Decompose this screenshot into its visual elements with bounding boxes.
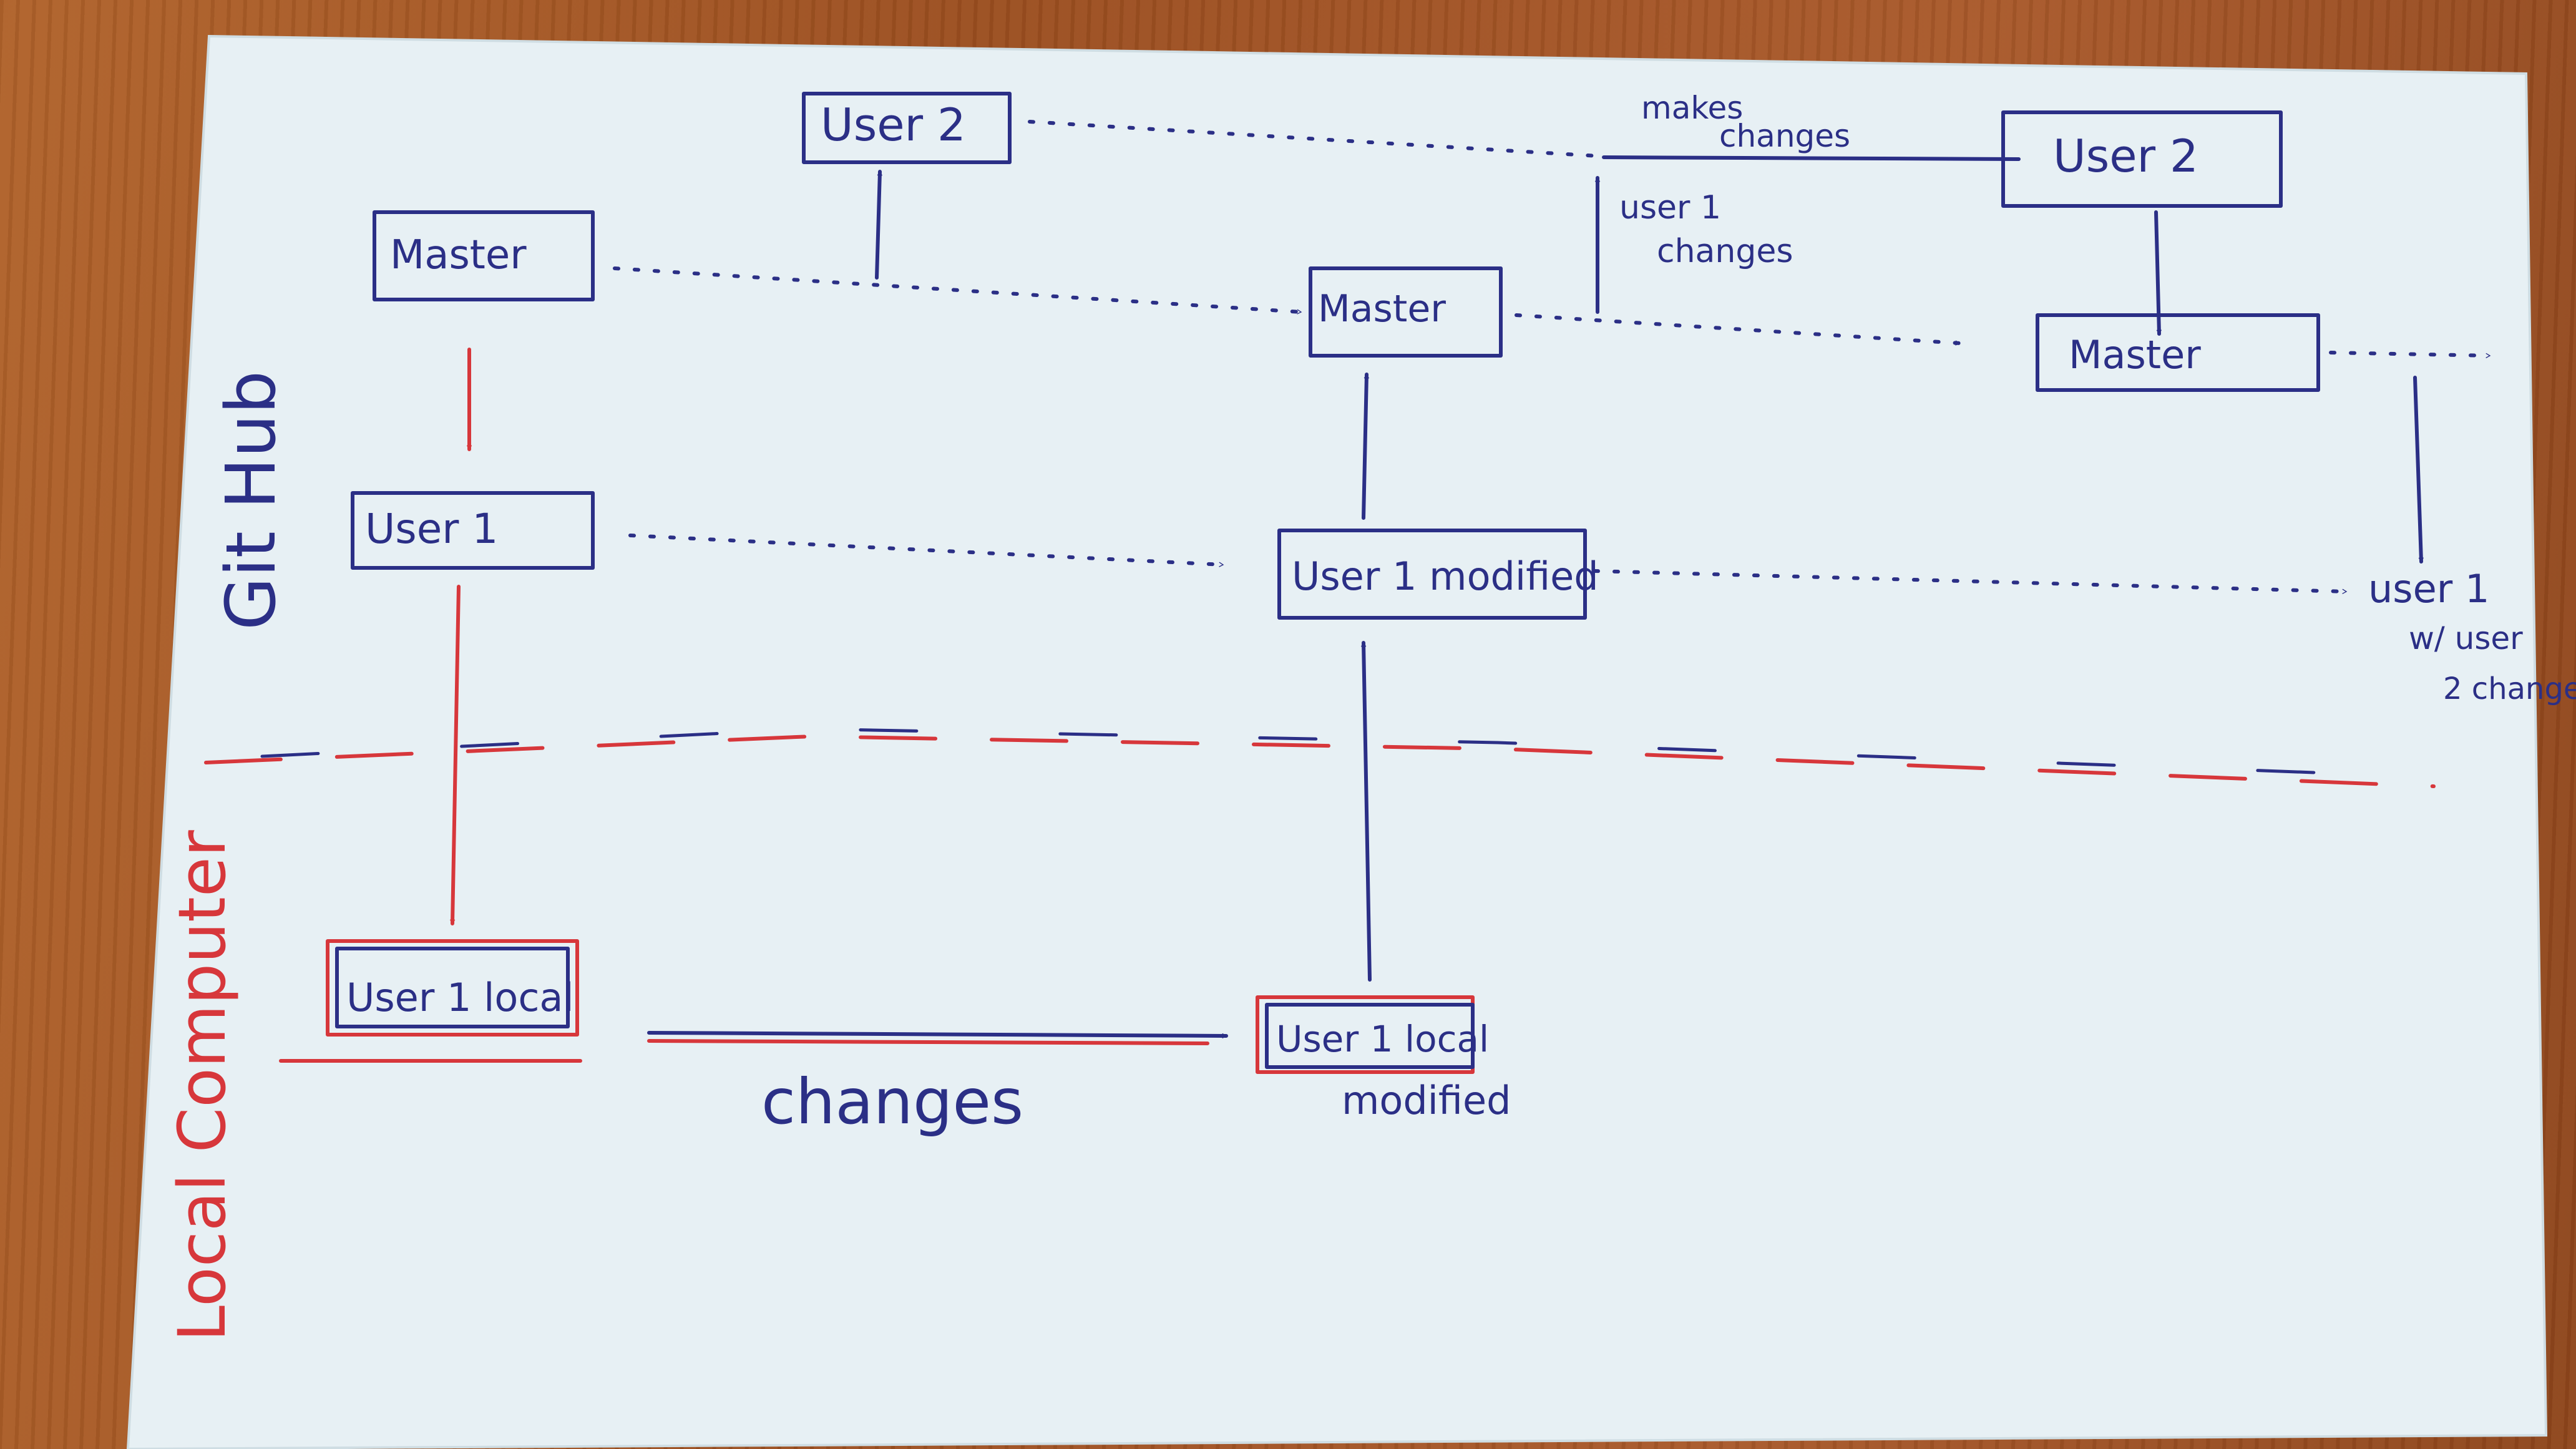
dotted-master-to-master-mid [613, 266, 1303, 315]
node-user1-local-modified-label: User 1 local [1276, 1018, 1489, 1060]
node-user1-final-line1: user 1 [2368, 566, 2489, 612]
node-user1-final-line3: 2 changes [2443, 671, 2576, 706]
zone-label-github: Git Hub [211, 371, 291, 630]
label-makes-changes-line2: changes [1719, 118, 1850, 154]
node-user1-final: user 1 w/ user 2 changes [2368, 566, 2576, 706]
node-user1-local-modified: User 1 local modified [1256, 995, 1511, 1123]
label-changes: changes [761, 1065, 1023, 1138]
node-master-mid: Master [1309, 266, 1503, 358]
zone-label-local: Local Computer [164, 830, 240, 1342]
label-user1-changes-line1: user 1 [1619, 189, 1721, 227]
paper-sheet [126, 34, 2548, 1449]
arrow-modified-to-master [1362, 373, 1370, 520]
node-master-start: Master [373, 210, 595, 301]
label-user1-changes-line2: changes [1657, 233, 1793, 270]
node-user1-local: User 1 local [326, 939, 579, 1037]
dotted-master-right-continue [2329, 351, 2492, 359]
node-master-right-label: Master [2069, 332, 2201, 378]
dotted-modified-to-final [1593, 569, 2348, 595]
node-user2-top: User 2 [802, 92, 1012, 164]
arrow-user2-to-master-right [2154, 210, 2162, 336]
dotted-master-mid-to-right [1515, 313, 1961, 346]
dotted-user1-to-modified [628, 534, 1225, 567]
arrow-local-changes-red-2 [647, 1039, 1209, 1045]
node-user2-top-label: User 2 [821, 99, 966, 151]
line-makes-changes [1602, 155, 2021, 161]
node-user1-label: User 1 [365, 505, 498, 553]
node-user1-local-modified-sublabel: modified [1342, 1078, 1511, 1123]
node-user2-right-label: User 2 [2053, 130, 2198, 182]
node-master-right: Master [2036, 313, 2320, 392]
arrow-user1-to-local [449, 585, 461, 925]
node-user1-modified: User 1 modified [1277, 529, 1599, 620]
node-user1-modified-label: User 1 modified [1292, 554, 1599, 599]
arrow-master-to-user2 [875, 170, 883, 280]
dotted-user2-timeline [1028, 120, 1599, 158]
node-master-start-label: Master [390, 232, 527, 278]
arrow-local-mod-to-github [1360, 641, 1372, 982]
node-master-mid-label: Master [1318, 287, 1446, 331]
arrow-local-changes [647, 1031, 1228, 1039]
arrow-master-right-to-final [2413, 376, 2424, 564]
node-user1: User 1 [351, 491, 595, 570]
node-user1-final-line2: w/ user [2409, 620, 2523, 656]
zone-divider [204, 734, 2436, 788]
label-makes-changes-line1: makes [1641, 90, 1743, 126]
node-user1-local-label: User 1 local [346, 975, 574, 1020]
